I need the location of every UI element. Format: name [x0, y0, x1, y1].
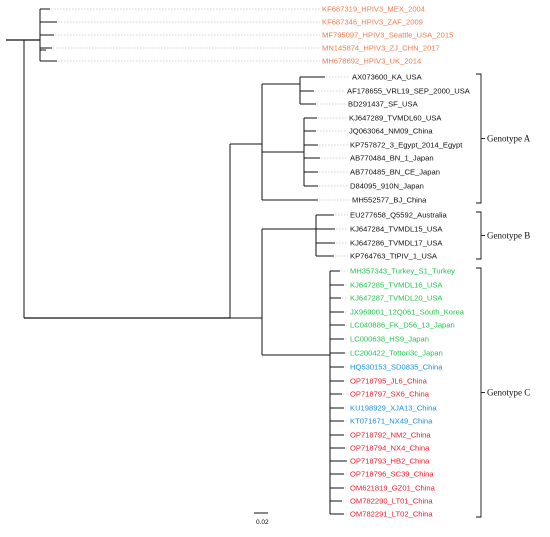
leaf-label-nx49: KT071671_NX49_China — [350, 417, 433, 426]
leaf-label-sd0835: HQ530153_SD0835_China — [350, 363, 443, 372]
leaf-label-lt01: OM782290_LT01_China — [350, 497, 433, 506]
leaf-label-ttpiv1: KP764763_TtPIV_1_USA — [350, 252, 438, 261]
leaf-label-bj: MH552577_BJ_China — [352, 196, 427, 205]
leaf-label-sx6: OP718797_SX6_China — [350, 390, 430, 399]
genotype-label-1: Genotype B — [487, 231, 530, 241]
leaf-label-nx4: OP718794_NX4_China — [350, 444, 430, 453]
genotype-bracket-0 — [476, 73, 482, 204]
leaf-labels: KF687319_HPIV3_MEX_2004KF687346_HPIV3_ZA… — [322, 5, 471, 519]
leaf-label-hpiv3-mex: KF687319_HPIV3_MEX_2004 — [322, 5, 425, 14]
leaf-label-gz01: OM621819_GZ01_China — [350, 484, 436, 493]
leaf-label-turkey-s1: MH357343_Turkey_S1_Turkey — [350, 267, 455, 276]
leaf-label-tvmdl20: KJ647287_TVMDL20_USA — [350, 294, 443, 303]
leaf-label-tottori3c: LC200422_Tottori3c_Japan — [350, 349, 443, 358]
leaf-label-ka-usa: AX073600_KA_USA — [352, 73, 423, 82]
genotype-bracket-1 — [476, 211, 482, 260]
leaf-label-bnce: AB770485_BN_CE_Japan — [350, 168, 440, 177]
leaf-label-sf-usa: BD291437_SF_USA — [348, 100, 419, 109]
leaf-label-hpiv3-zaf: KF687346_HPIV3_ZAF_2009 — [322, 18, 423, 27]
leaf-label-hpiv3-seattle: MF795097_HPIV3_Seattle_USA_2015 — [322, 31, 453, 40]
leaf-label-tvmdl17: KJ647286_TVMDL17_USA — [350, 239, 443, 248]
leaf-label-tvmdl16: KJ647285_TVMDL16_USA — [350, 281, 443, 290]
leaf-label-910n: D84095_910N_Japan — [350, 182, 424, 191]
genotype-bracket-2 — [476, 267, 482, 518]
leaf-label-nm09: JQ063064_NM09_China — [349, 127, 433, 136]
tree-branches — [6, 8, 350, 515]
leaf-label-tvmdl60: KJ647289_TVMDL60_USA — [349, 114, 442, 123]
leaf-label-egypt: KP757872_3_Egypt_2014_Egypt — [350, 141, 463, 150]
leaf-label-hpiv3-zj: MN145874_HPIV3_ZJ_CHN_2017 — [322, 44, 440, 53]
genotype-label-2: Genotype C — [487, 388, 530, 398]
scale-bar: 0.02 — [254, 512, 269, 526]
leaf-label-bn1: AB770484_BN_1_Japan — [350, 154, 434, 163]
leaf-label-hb2: OP718793_HB2_China — [350, 457, 430, 466]
leaf-label-lt02: OM782291_LT02_China — [350, 510, 433, 519]
leaf-label-xja13: KU198929_XJA13_China — [350, 404, 437, 413]
scale-bar-label: 0.02 — [256, 519, 269, 526]
leaf-label-q5592: EU277658_Q5592_Australia — [350, 211, 447, 220]
genotype-brackets: Genotype A Genotype B Genotype C — [476, 73, 531, 518]
leaf-label-sc39: OP718796_SC39_China — [350, 470, 434, 479]
genotype-label-0: Genotype A — [487, 134, 531, 144]
leaf-label-jl6: OP718795_JL6_China — [350, 377, 428, 386]
leaf-label-nm2: OP718792_NM2_China — [350, 431, 431, 440]
leaf-label-tvmdl15: KJ647284_TVMDL15_USA — [350, 225, 443, 234]
leaf-label-fk-d56: LC040886_FK_D56_13_Japan — [350, 321, 455, 330]
leaf-label-12q061: JX969001_12Q061_South_Korea — [350, 308, 465, 317]
leaf-label-vrl19: AF178655_VRL19_SEP_2000_USA — [347, 87, 471, 96]
leaf-label-hs9: LC000638_HS9_Japan — [350, 335, 429, 344]
leaf-label-hpiv3-uk: MH678692_HPIV3_UK_2014 — [322, 57, 421, 66]
